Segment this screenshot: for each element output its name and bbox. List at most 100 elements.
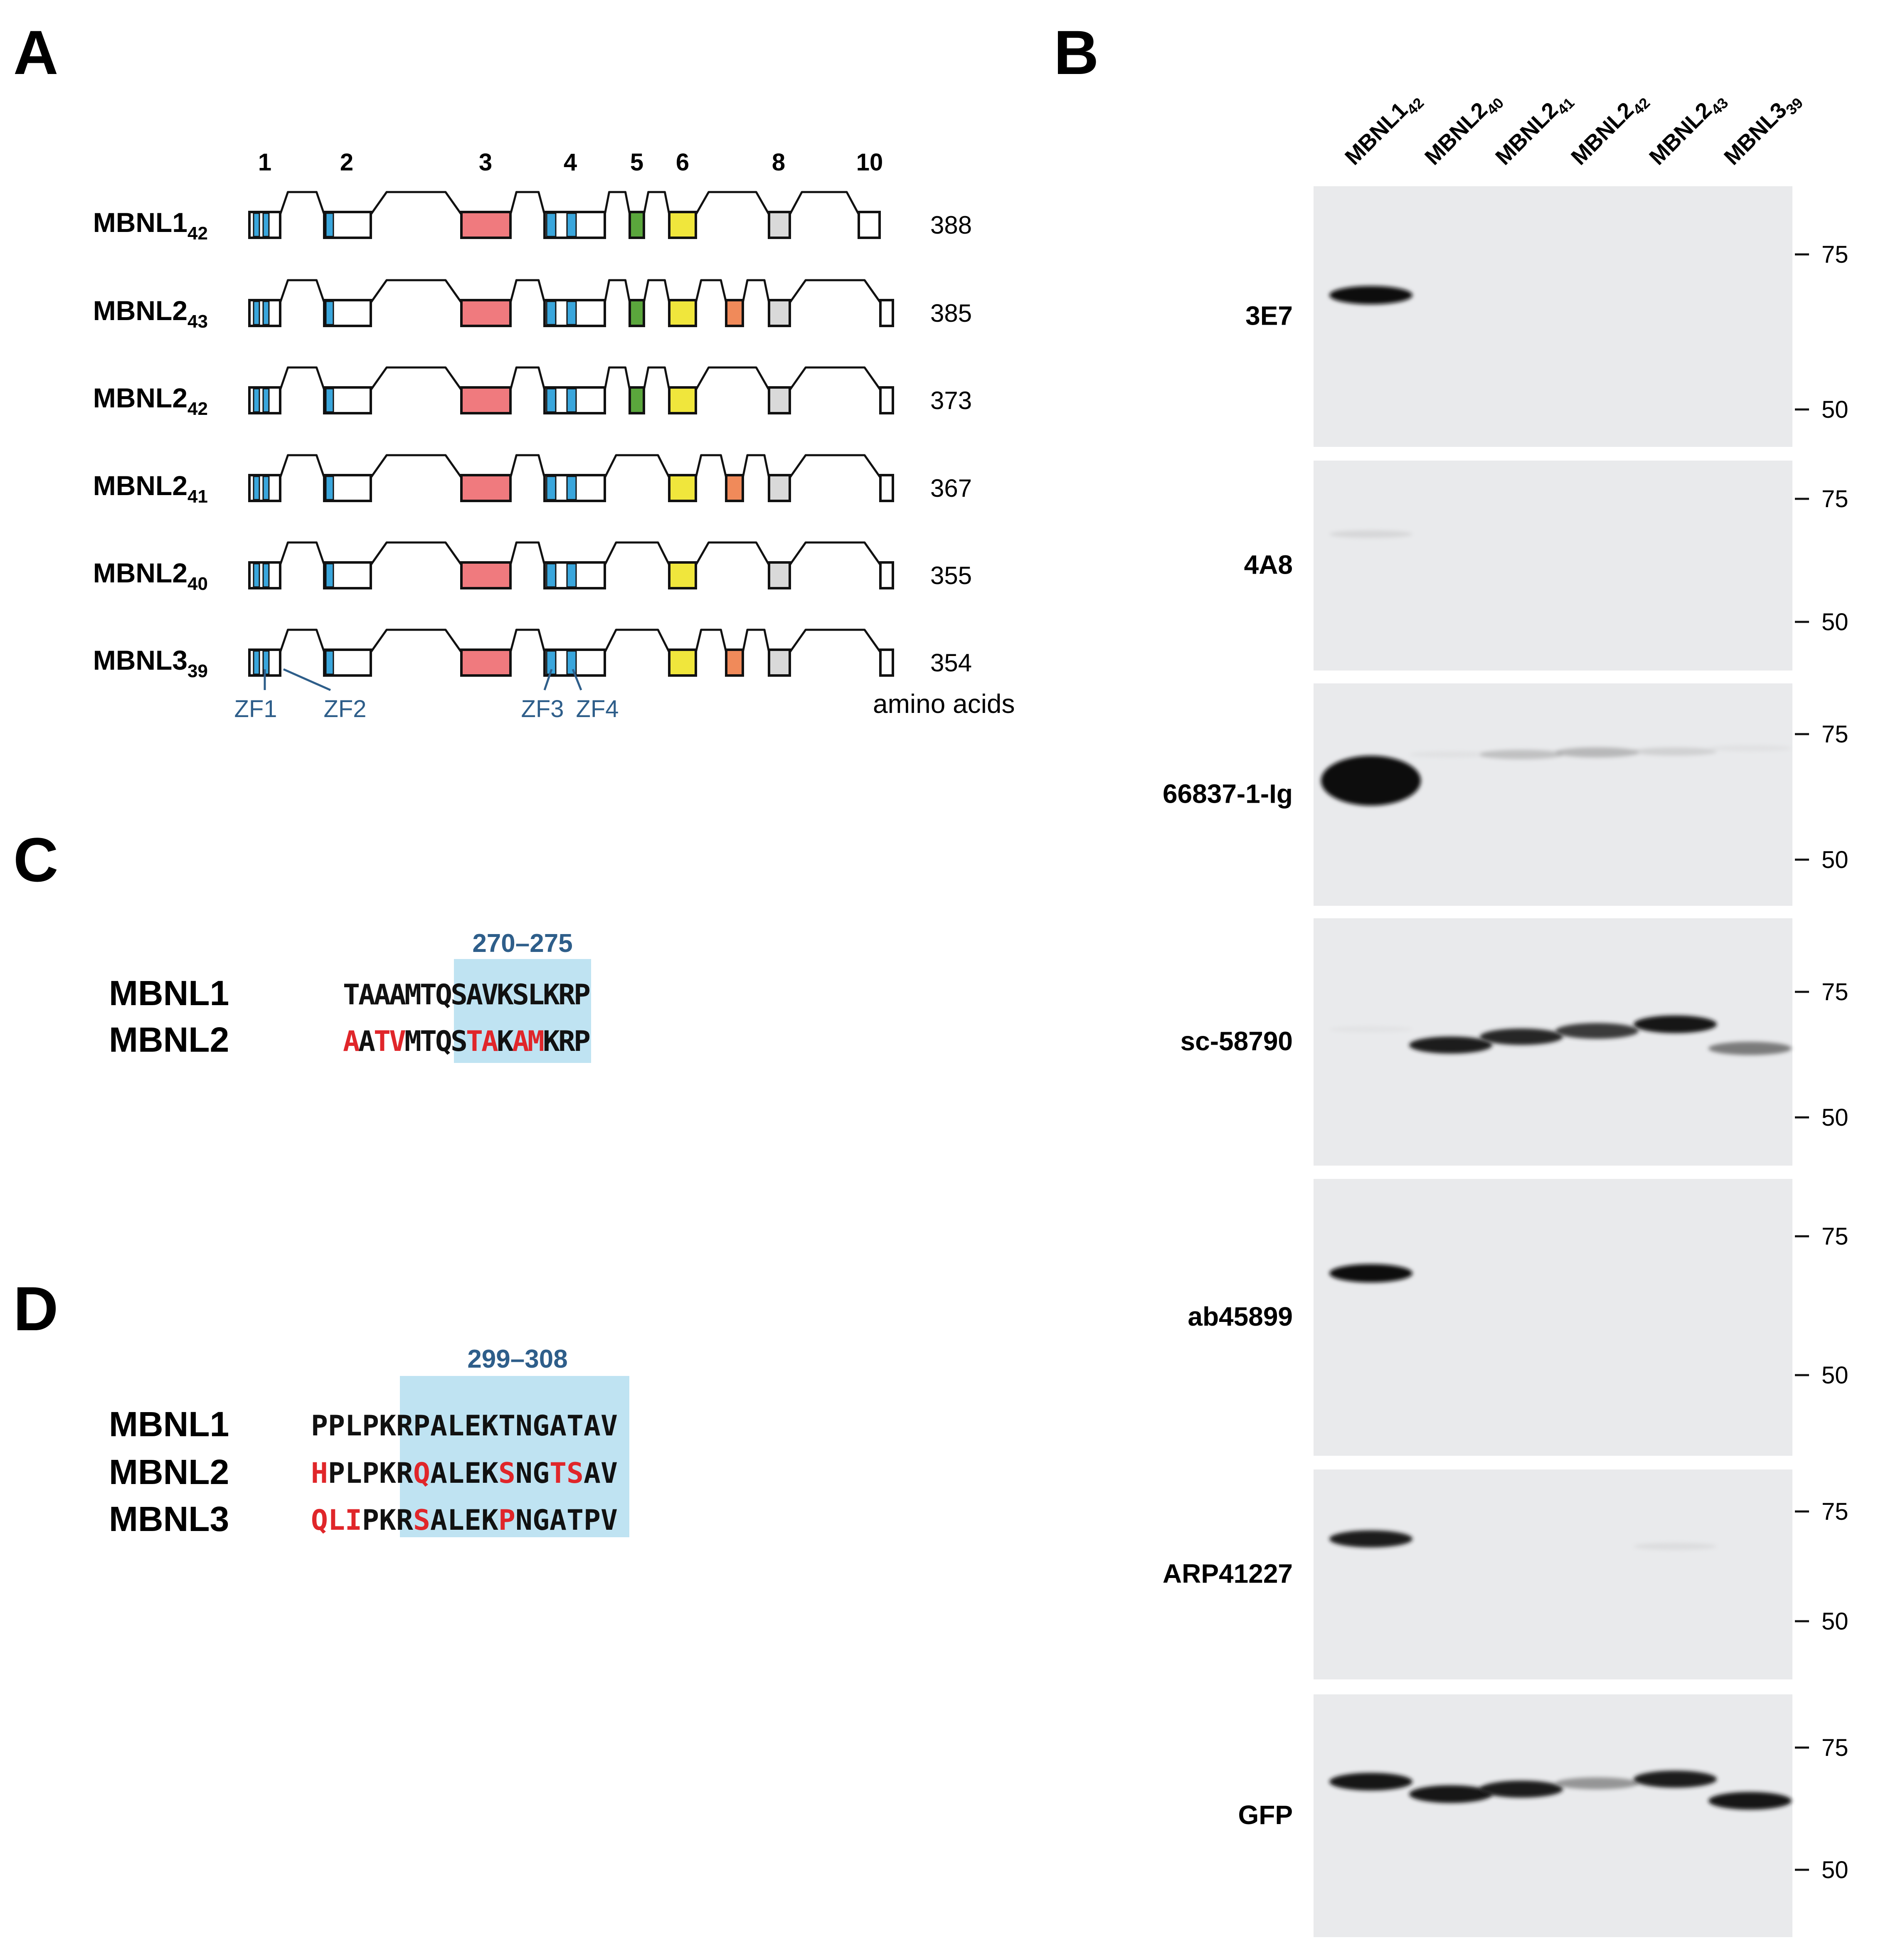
residue: P	[584, 1504, 601, 1537]
intron-connector	[789, 279, 882, 303]
intron-connector	[742, 629, 770, 653]
intron-connector	[789, 191, 860, 215]
protein-length: 367	[930, 474, 972, 502]
exon-box	[768, 299, 791, 327]
intron-connector	[509, 541, 546, 565]
mw-marker-label: 50	[1822, 846, 1849, 873]
isoform-label: MBNL339	[93, 645, 208, 681]
residue: A	[430, 1457, 447, 1490]
intron-connector	[279, 454, 325, 478]
sequence-name: MBNL2	[109, 1452, 229, 1492]
isoform-name: MBNL2	[93, 382, 187, 413]
residue: M	[404, 979, 421, 1011]
residue: P	[498, 1504, 515, 1537]
residue: G	[532, 1410, 550, 1442]
isoform-label: MBNL142	[93, 207, 208, 244]
residue: L	[345, 1457, 362, 1490]
exon-box	[768, 648, 791, 677]
protein-band	[1329, 286, 1412, 304]
zinc-finger-segment	[253, 650, 260, 675]
exon-number-row: 1 2 3 4 5 6 8 10	[258, 149, 883, 176]
exon-box	[768, 386, 791, 414]
residue: V	[601, 1410, 618, 1442]
exon-box	[248, 211, 281, 239]
residue: N	[515, 1410, 532, 1442]
zinc-finger-segment	[325, 212, 334, 237]
residue: V	[601, 1457, 618, 1490]
intron-connector	[370, 454, 463, 478]
zinc-finger-segment	[325, 301, 334, 325]
isoform-label: MBNL243	[93, 295, 208, 332]
residue: P	[362, 1457, 379, 1490]
zinc-finger-segment	[325, 476, 334, 500]
zinc-finger-segment	[546, 388, 557, 413]
protein-band	[1409, 1036, 1492, 1054]
protein-band	[1480, 1028, 1563, 1045]
exon-box	[460, 648, 512, 677]
mw-marker-label: 75	[1822, 1498, 1849, 1525]
zinc-finger-segment	[262, 301, 270, 325]
intron-connector	[604, 191, 631, 215]
residue: H	[311, 1457, 328, 1490]
residue: T	[420, 1025, 437, 1058]
residue: S	[498, 1457, 515, 1490]
exon-number: 2	[340, 149, 353, 176]
exon-box	[543, 386, 606, 414]
mw-marker-label: 50	[1822, 1104, 1849, 1131]
residue: V	[481, 979, 498, 1011]
exon-box	[460, 299, 512, 327]
protein-band	[1321, 756, 1421, 806]
exon-box	[768, 211, 791, 239]
zinc-finger-segment	[566, 388, 577, 413]
residue: T	[466, 1025, 483, 1058]
zinc-finger-segment	[546, 301, 557, 325]
residue: A	[430, 1504, 447, 1537]
zinc-finger-segment	[253, 388, 260, 413]
exon-box	[460, 211, 512, 239]
residue: S	[512, 979, 529, 1011]
zinc-finger-segment	[566, 212, 577, 237]
protein-length: 355	[930, 562, 972, 589]
exon-box	[248, 299, 281, 327]
exon-box	[460, 386, 512, 414]
blot-membrane	[1314, 1179, 1792, 1456]
isoform-name: MBNL3	[93, 645, 187, 676]
exon-box	[725, 474, 744, 502]
residue: E	[464, 1504, 481, 1537]
protein-band	[1329, 1530, 1412, 1548]
isoform-name: MBNL1	[93, 207, 187, 238]
amino-acids-label: amino acids	[873, 689, 1015, 719]
sequence-name: MBNL3	[109, 1499, 229, 1538]
exon-box	[879, 561, 894, 589]
exon-box	[543, 474, 606, 502]
exon-box	[879, 474, 894, 502]
exon-box	[879, 648, 894, 677]
protein-band	[1409, 1785, 1492, 1803]
zinc-finger-segment	[262, 212, 270, 237]
residue: T	[550, 1457, 567, 1490]
exon-box	[629, 211, 645, 239]
sequence-name: MBNL1	[109, 1405, 229, 1444]
isoform-subscript: 40	[187, 574, 208, 594]
residue: E	[464, 1410, 481, 1442]
residue: N	[515, 1457, 532, 1490]
protein-band	[1634, 1543, 1717, 1550]
residue: K	[497, 979, 514, 1011]
residue: T	[420, 979, 437, 1011]
exon-box	[248, 561, 281, 589]
isoform-subscript: 42	[187, 399, 208, 419]
exon-box	[629, 299, 645, 327]
zinc-finger-segment	[566, 301, 577, 325]
residue: A	[550, 1410, 567, 1442]
intron-connector	[509, 279, 546, 303]
residue: A	[584, 1410, 601, 1442]
intron-connector	[509, 191, 546, 215]
residue: L	[345, 1410, 362, 1442]
protein-band	[1329, 1026, 1412, 1033]
exon-box	[323, 648, 372, 677]
residue: T	[498, 1410, 515, 1442]
antibody-label: sc-58790	[1181, 1026, 1293, 1056]
